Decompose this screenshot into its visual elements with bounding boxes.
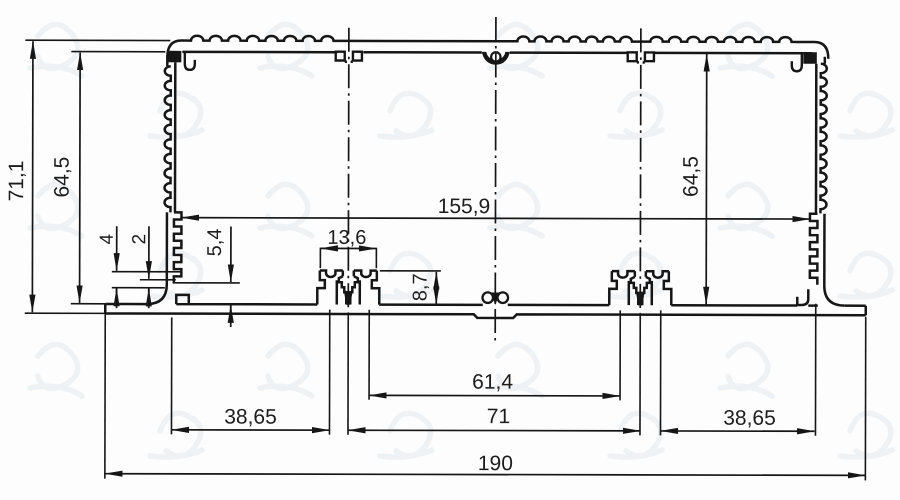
svg-text:38,65: 38,65 <box>224 406 277 429</box>
svg-text:64,5: 64,5 <box>51 157 74 198</box>
svg-text:5,4: 5,4 <box>204 228 226 256</box>
svg-text:8,7: 8,7 <box>409 273 431 301</box>
svg-text:61,4: 61,4 <box>472 371 513 394</box>
svg-text:2: 2 <box>129 234 150 245</box>
svg-text:64,5: 64,5 <box>680 156 703 197</box>
svg-text:71: 71 <box>487 405 510 428</box>
svg-text:13,6: 13,6 <box>327 227 366 249</box>
svg-text:190: 190 <box>478 452 513 475</box>
svg-text:155,9: 155,9 <box>438 195 491 218</box>
svg-text:71,1: 71,1 <box>5 161 28 202</box>
svg-text:4: 4 <box>97 233 118 244</box>
svg-text:38,65: 38,65 <box>723 407 776 430</box>
